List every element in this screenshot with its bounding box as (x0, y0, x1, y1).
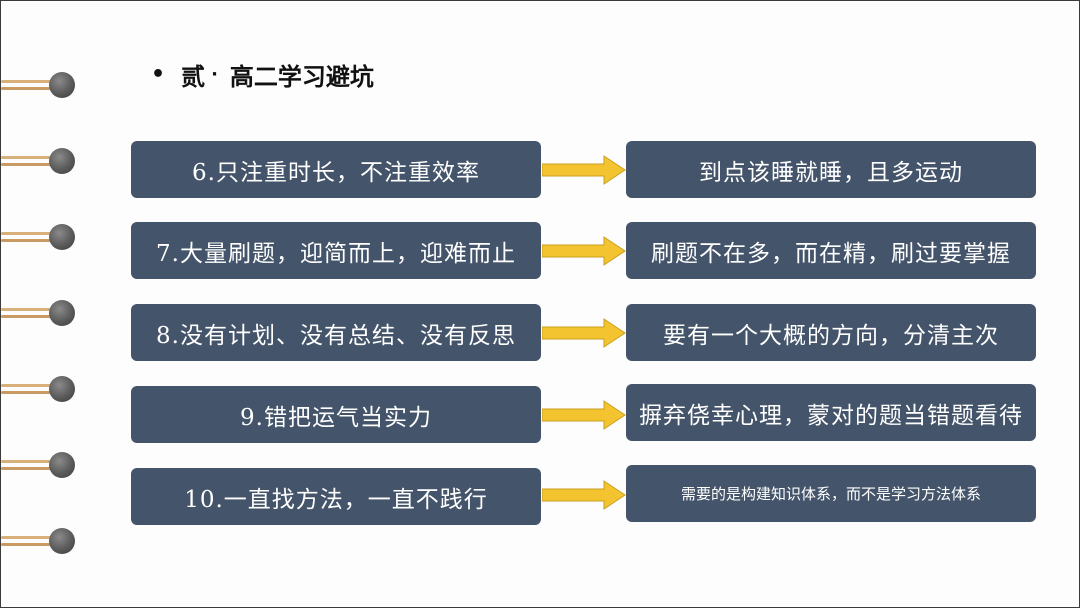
pitfall-box: 6.只注重时长，不注重效率 (131, 141, 541, 198)
binder-ring (1, 147, 77, 177)
advice-box: 要有一个大概的方向，分清主次 (626, 304, 1036, 361)
right-arrow-icon (542, 480, 626, 510)
right-arrow-icon (542, 236, 626, 266)
right-arrow-icon (542, 400, 626, 430)
advice-box: 需要的是构建知识体系，而不是学习方法体系 (626, 465, 1036, 522)
title-separator: · (211, 64, 218, 85)
binder-ring (1, 299, 77, 329)
pitfall-box: 10.一直找方法，一直不践行 (131, 468, 541, 525)
section-number: 贰 (181, 63, 206, 91)
advice-box: 到点该睡就睡，且多运动 (626, 141, 1036, 198)
pitfall-box: 8.没有计划、没有总结、没有反思 (131, 304, 541, 361)
binder-ring (1, 375, 77, 405)
advice-box: 摒弃侥幸心理，蒙对的题当错题看待 (626, 384, 1036, 441)
binder-ring (1, 223, 77, 253)
binder-ring (1, 451, 77, 481)
advice-box: 刷题不在多，而在精，刷过要掌握 (626, 222, 1036, 279)
binder-ring (1, 71, 77, 101)
right-arrow-icon (542, 155, 626, 185)
right-arrow-icon (542, 318, 626, 348)
pitfall-box: 7.大量刷题，迎简而上，迎难而止 (131, 222, 541, 279)
title-text: 高二学习避坑 (229, 63, 374, 91)
slide-title: • 贰 · 高二学习避坑 (151, 57, 374, 92)
binder-ring (1, 527, 77, 557)
pitfall-box: 9.错把运气当实力 (131, 386, 541, 443)
title-bullet: • (151, 62, 166, 87)
